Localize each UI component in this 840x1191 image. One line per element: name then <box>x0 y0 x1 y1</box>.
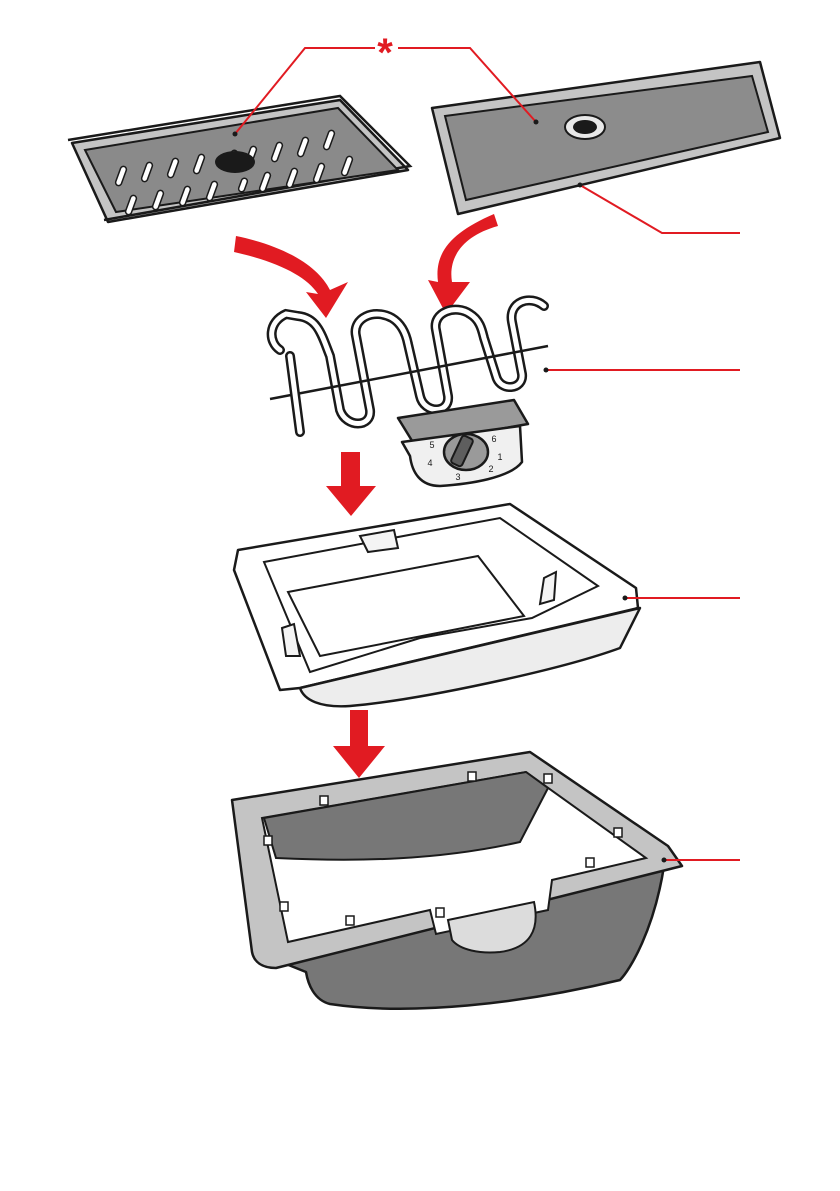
leader-heating-element <box>544 368 741 373</box>
dial-mark: 2 <box>488 464 493 474</box>
dial-mark: 1 <box>497 452 502 462</box>
leader-griddle-rim <box>578 183 741 234</box>
asterisk-label: * <box>377 31 393 75</box>
drip-tray <box>234 504 640 706</box>
griddle-plate <box>432 62 780 214</box>
leader-drip-tray <box>623 596 741 601</box>
arrow-grill-to-element <box>234 236 348 318</box>
dial-mark: 3 <box>455 472 460 482</box>
base-housing <box>232 752 682 1009</box>
dial-mark: 6 <box>491 434 496 444</box>
grill-center-hole <box>215 151 255 173</box>
arrow-griddle-to-element <box>428 214 498 314</box>
arrow-tray-to-base <box>333 710 385 778</box>
grill-plate <box>68 96 410 222</box>
arrow-element-to-tray <box>326 452 376 516</box>
thermostat-control: 1 2 3 4 5 6 <box>398 400 528 486</box>
dial-mark: 5 <box>429 440 434 450</box>
dial-mark: 4 <box>427 458 432 468</box>
